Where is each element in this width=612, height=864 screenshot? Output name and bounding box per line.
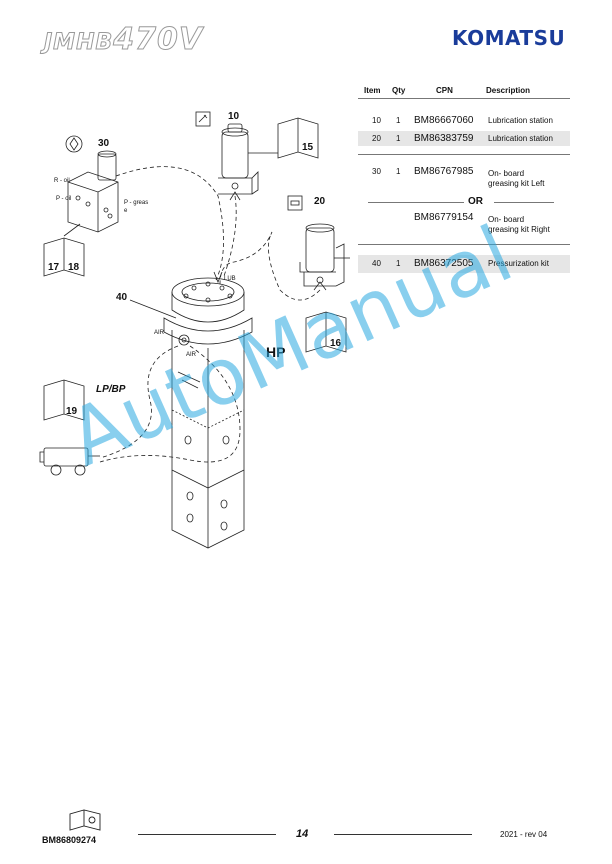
footer-line-left <box>138 834 276 835</box>
label-hp: HP <box>266 344 286 360</box>
manual-ref-15-book <box>277 117 319 159</box>
or-line-left <box>368 202 464 203</box>
or-separator: OR <box>468 196 483 207</box>
label-lp-bp: LP/BP <box>96 384 126 395</box>
compressor-19 <box>39 447 100 476</box>
arrow-icon <box>229 191 241 201</box>
document-code: BM86809274 <box>42 835 97 845</box>
air-line-a <box>99 345 179 459</box>
label-r-oil: R - oil <box>54 178 70 184</box>
row-item: 40 <box>372 259 381 268</box>
manual-book-icon <box>69 809 101 831</box>
grease-gun-icon <box>195 111 211 127</box>
row-qty: 1 <box>396 167 401 176</box>
arrow-icon <box>213 271 223 284</box>
manual-ref-15: 15 <box>302 142 314 153</box>
callout-20: 20 <box>314 196 326 207</box>
grease-line-10 <box>223 195 237 277</box>
lubrication-station-10 <box>218 123 259 195</box>
table-row: 10 1 BM86667060 Lubrication station <box>358 114 570 128</box>
row-cpn: BM86667060 <box>414 115 474 126</box>
callout-40: 40 <box>116 292 128 303</box>
row-description: Pressurization kit <box>488 259 549 268</box>
table-row: BM86779154 On- board greasing kit Right <box>358 212 570 236</box>
model-name: JMHB470V <box>43 22 204 58</box>
lubrication-station-20 <box>299 223 345 287</box>
row-qty: 1 <box>396 134 401 143</box>
arrow-icon <box>313 281 327 291</box>
row-item: 30 <box>372 167 381 176</box>
manual-ref-18: 18 <box>68 262 80 273</box>
page-number: 14 <box>296 828 309 840</box>
row-cpn: BM86383759 <box>414 133 474 144</box>
row-description-2: greasing kit Right <box>488 225 550 234</box>
row-qty: 1 <box>396 116 401 125</box>
table-row: 20 1 BM86383759 Lubrication station <box>358 131 570 146</box>
col-cpn-header: CPN <box>436 86 453 95</box>
row-item: 10 <box>372 116 381 125</box>
header-divider <box>358 98 570 99</box>
table-row: 40 1 BM86372505 Pressurization kit <box>358 255 570 273</box>
table-row: 30 1 BM86767985 On- board greasing kit L… <box>358 166 570 190</box>
manual-ref-16-book <box>305 311 347 353</box>
row-qty: 1 <box>396 259 401 268</box>
row-cpn: BM86779154 <box>414 212 474 223</box>
row-item: 20 <box>372 134 381 143</box>
col-item-header: Item <box>364 86 381 95</box>
manual-ref-17: 17 <box>48 262 60 273</box>
label-air-2: AIR <box>186 352 197 358</box>
cartridge-icon <box>287 195 303 211</box>
air-line-b <box>99 345 241 463</box>
col-description-header: Description <box>486 86 531 95</box>
row-description-2: greasing kit Left <box>488 179 545 188</box>
row-description: Lubrication station <box>488 116 553 125</box>
model-prefix: JMHB <box>43 30 114 56</box>
row-cpn: BM86767985 <box>414 166 474 177</box>
grease-line-30 <box>115 166 224 281</box>
label-lub: LUB <box>224 276 236 282</box>
col-qty-header: Qty <box>392 86 406 95</box>
manual-ref-16: 16 <box>330 338 342 349</box>
manual-ref-17-18-book <box>43 237 85 277</box>
row-description: On- board <box>488 215 525 224</box>
row-cpn: BM86372505 <box>414 258 474 269</box>
label-p-oil: P - oil <box>56 196 72 202</box>
revision: 2021 - rev 04 <box>500 830 548 839</box>
row-description: On- board <box>488 169 525 178</box>
breaker-body <box>171 330 245 549</box>
grease-line-20 <box>219 231 321 301</box>
row-divider <box>358 154 570 155</box>
footer-line-right <box>334 834 472 835</box>
manual-ref-19-book <box>43 379 85 421</box>
model-suffix: 470V <box>113 22 204 58</box>
manual-ref-19: 19 <box>66 406 78 417</box>
breaker-head <box>163 277 253 346</box>
label-p-grease-e: e <box>124 208 128 214</box>
label-air-1: AIR <box>154 330 165 336</box>
row-description: Lubrication station <box>488 134 553 143</box>
or-line-right <box>494 202 554 203</box>
brand-logo: KOMATSU <box>452 26 566 50</box>
label-p-grease: P - greas <box>124 200 149 206</box>
callout-30: 30 <box>98 138 110 149</box>
onboard-kit-icon <box>65 135 83 153</box>
greasing-kit-30 <box>67 150 119 233</box>
row-divider <box>358 244 570 245</box>
callout-10: 10 <box>228 111 240 122</box>
